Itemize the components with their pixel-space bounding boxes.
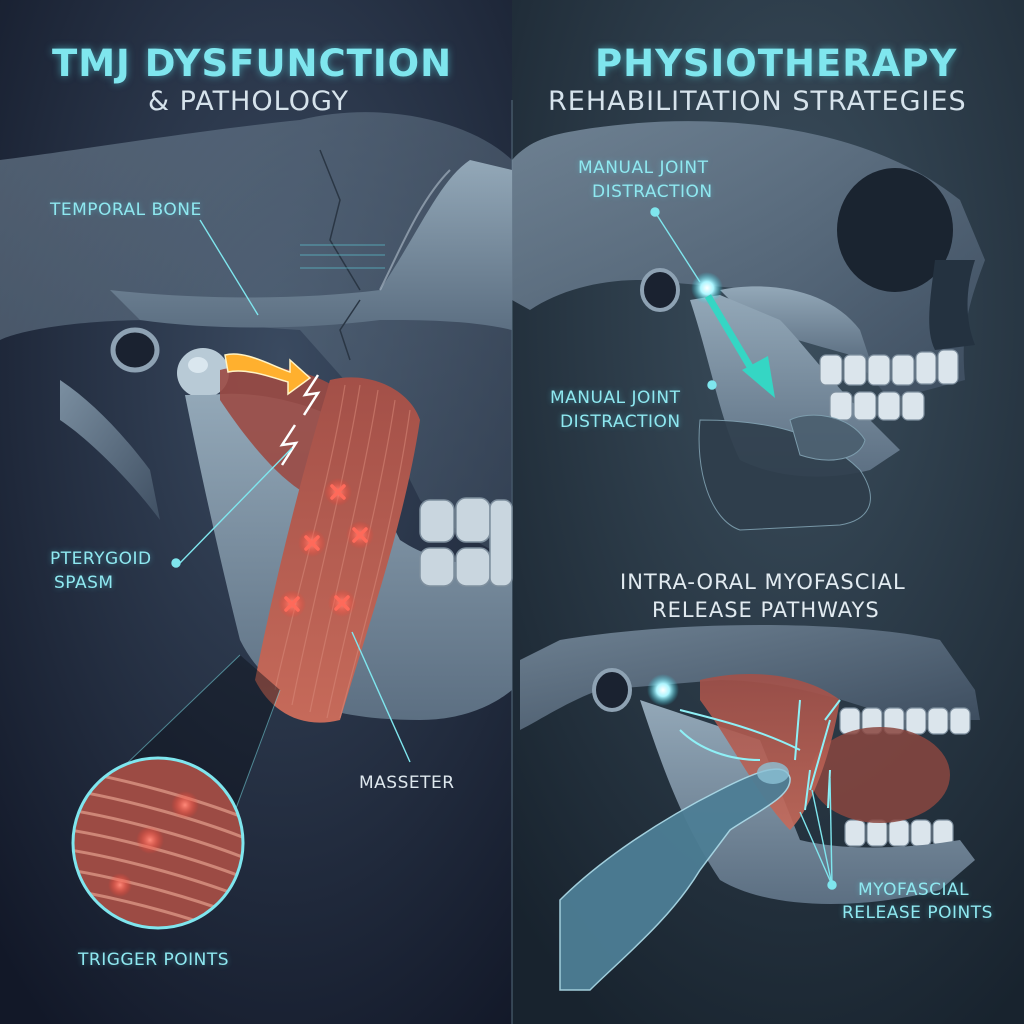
myofascial-section-heading-line2: RELEASE PATHWAYS (652, 598, 880, 622)
release-points-label-line2: RELEASE POINTS (842, 903, 993, 923)
distraction-top-label-line1: MANUAL JOINT (578, 158, 709, 178)
distraction-arrow (704, 294, 759, 377)
right-bottom-skull (520, 625, 980, 991)
spasm-bolt-1 (302, 374, 321, 416)
pterygoid-spasm-label-line1: PTERYGOID (50, 549, 152, 569)
masseter-muscle (255, 377, 420, 723)
left-subtitle: & PATHOLOGY (148, 86, 350, 117)
right-top-skull (512, 121, 985, 531)
left-skull (0, 112, 513, 720)
trigger-points-label: TRIGGER POINTS (78, 950, 230, 970)
release-points-label-line1: MYOFASCIAL (858, 880, 970, 900)
distraction-mid-label-line1: MANUAL JOINT (550, 388, 681, 408)
distraction-mid-label-line2: DISTRACTION (560, 412, 681, 432)
zoom-ring (71, 756, 245, 930)
pterygoid-spasm-label-line2: SPASM (54, 573, 114, 593)
pain-arrow (224, 353, 312, 396)
myofascial-section-heading-line1: INTRA-ORAL MYOFASCIAL (620, 570, 906, 594)
left-leader-lines (171, 219, 411, 763)
release-pathway-arrows (679, 699, 841, 811)
hud-decoration (300, 244, 385, 269)
right-subtitle: REHABILITATION STRATEGIES (548, 86, 967, 117)
right-title: PHYSIOTHERAPY (595, 42, 958, 85)
trigger-point-marks (278, 478, 374, 618)
release-points-leader-lines (799, 777, 837, 890)
masseter-label: MASSETER (359, 773, 455, 793)
trigger-point-zoom (73, 758, 243, 928)
spasm-bolt-2 (279, 424, 299, 466)
right-top-leader-lines (650, 207, 717, 390)
temporal-bone-label: TEMPORAL BONE (50, 200, 202, 220)
distraction-top-label-line2: DISTRACTION (592, 182, 713, 202)
left-title: TMJ DYSFUNCTION (52, 42, 453, 85)
